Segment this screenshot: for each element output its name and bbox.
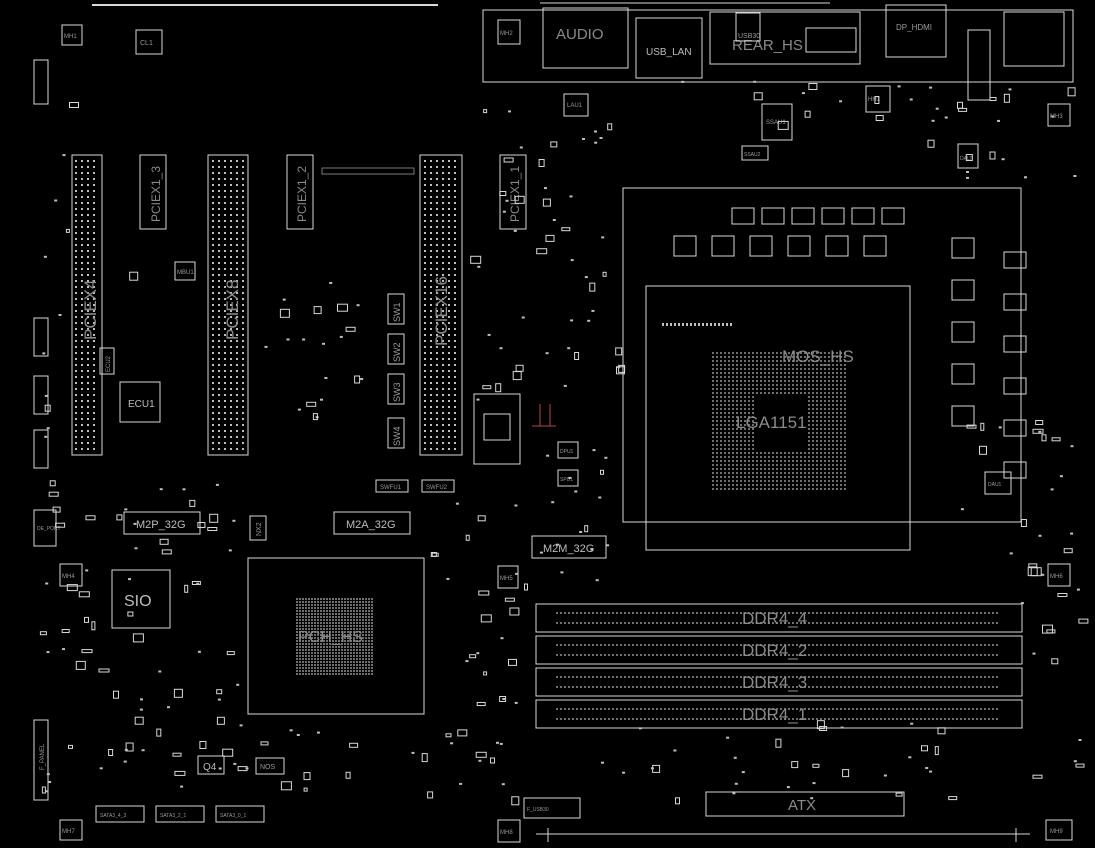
usb-lan-label: USB_LAN (646, 47, 692, 58)
ddr4-4-label: DDR4_4 (742, 609, 807, 628)
cl1-label: CL1 (140, 40, 153, 47)
pciex1-3-slot (139, 154, 167, 230)
sw1-label: SW1 (392, 302, 402, 322)
audio-connector (542, 7, 629, 69)
ecu2-label: ECU2 (106, 355, 112, 372)
lga1151-label: LGA1151 (736, 413, 807, 432)
lau1-label: LAU1 (567, 103, 583, 109)
mh4-label: MH4 (62, 574, 75, 580)
pch-hs-label: PCH_HS (298, 629, 363, 646)
swfu2-label: SWFU2 (426, 485, 448, 491)
cpu-area: MOS_HS LGA1151 (622, 187, 1027, 551)
m2p-label: M2P_32G (136, 519, 186, 531)
pciex1-2-slot (286, 154, 314, 230)
pciex4-label: PCIEX4 (81, 280, 100, 340)
nos-label: NOS (260, 764, 276, 771)
usb-lan-connector (635, 17, 703, 79)
atx-label: ATX (788, 797, 816, 814)
pciex16-label: PCIEX16 (432, 276, 451, 346)
ddr4-1-slot (535, 699, 1023, 729)
atx-connector (705, 791, 905, 817)
ddr4-4-slot (535, 603, 1023, 633)
sw2-label: SW2 (392, 342, 402, 362)
ddr4-3-label: DDR4_3 (742, 673, 807, 692)
pch-heatsink-outline (247, 557, 425, 715)
mh2-label: MH2 (500, 31, 513, 37)
q4-label: Q4 (203, 762, 217, 773)
m2a-connector (333, 511, 411, 535)
pciex1-3-label: PCIEX1_3 (149, 166, 163, 222)
mh9-label: MH9 (1050, 829, 1063, 835)
sw3-label: SW3 (392, 382, 402, 402)
m2a-label: M2A_32G (346, 519, 396, 531)
ddr4-slots: DDR4_4 DDR4_2 DDR4_3 DDR4_1 (535, 603, 1023, 729)
sata-2-1-label: SATA3_2_1 (160, 813, 186, 819)
ssau1-label: SSAU1 (766, 120, 786, 126)
mh1-label: MH1 (64, 34, 77, 40)
dau1-label: DAU1 (988, 482, 1002, 488)
sata-4-3-label: SATA3_4_3 (100, 813, 126, 819)
mh8-label: MH8 (500, 830, 513, 836)
sio-label: SIO (124, 593, 152, 610)
sata-0-1-label: SATA3_0_1 (220, 813, 246, 819)
rear-io-area: AUDIO USB_LAN REAR_HS USB30 DP_HDMI MH2 (482, 4, 1074, 101)
dpu1-label: DPU1 (560, 449, 574, 455)
sio-chip (111, 569, 171, 629)
dp-hdmi-connector (885, 4, 947, 58)
hh1-label: HH1 (868, 97, 881, 103)
cl1-component (135, 29, 163, 55)
pciex8-slot (207, 154, 249, 456)
pciex8-label: PCIEX8 (223, 280, 242, 340)
pciex4-slot (71, 154, 103, 456)
f-usb30-label: F_USB30 (527, 807, 549, 813)
m2m-connector (531, 535, 607, 559)
dp-hdmi-label: DP_HDMI (896, 23, 932, 32)
mbu1-label: MBU1 (177, 270, 194, 276)
pciex16-slot (419, 154, 463, 456)
ecu1-chip (119, 381, 161, 423)
mh7-label: MH7 (62, 829, 75, 835)
mh6-label: MH6 (1050, 574, 1063, 580)
switches: SW1 SW2 SW3 SW4 SWFU1 SWFU2 (375, 293, 455, 493)
ssau2-label: SSAU2 (744, 152, 761, 158)
ddr4-2-slot (535, 635, 1023, 665)
m2m-label: M2M_32G (543, 543, 594, 555)
audio-label: AUDIO (556, 26, 604, 43)
mount-holes: MH1 MH3 MH4 MH5 MH6 MH7 MH8 MH9 (59, 24, 1073, 843)
ddr4-3-slot (535, 667, 1023, 697)
cpu-socket-outline (645, 285, 911, 551)
de-port-label: DE_PORT (37, 526, 61, 532)
usb30-label: USB30 (738, 33, 760, 40)
mos-heatsink-outline (622, 187, 1022, 523)
mh3-label: MH3 (1050, 114, 1063, 120)
ddr4-1-label: DDR4_1 (742, 705, 807, 724)
pcie-slots: PCIEX4 PCIEX1_3 PCIEX8 PCIEX1_2 PCIEX16 … (71, 154, 527, 456)
swfu1-label: SWFU1 (380, 485, 402, 491)
ecu1-label: ECU1 (128, 399, 155, 410)
ddr4-2-label: DDR4_2 (742, 641, 807, 660)
pciex1-1-label: PCIEX1_1 (508, 166, 522, 222)
pciex1-2-label: PCIEX1_2 (295, 166, 309, 222)
sw4-label: SW4 (392, 426, 402, 446)
mh5-label: MH5 (500, 576, 513, 582)
f-panel-label: F_PANEL (40, 743, 46, 770)
nx2-label: NX2 (256, 522, 263, 536)
spu1-label: SPU1 (560, 477, 573, 483)
mos-hs-label: MOS_HS (782, 347, 854, 366)
